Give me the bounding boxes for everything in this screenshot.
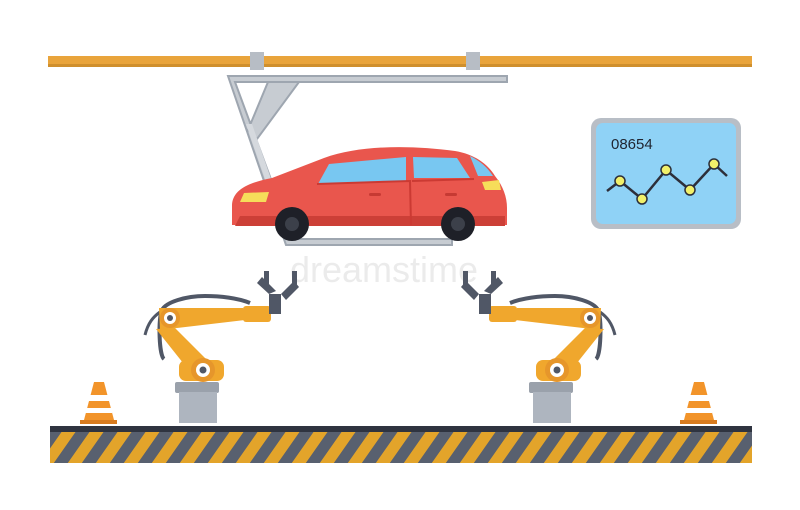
overhead-rail-icon: [48, 56, 752, 67]
traffic-cone-icon: [680, 382, 717, 424]
red-car-icon: [232, 147, 507, 241]
factory-floor: [50, 426, 752, 463]
right-robot-arm-icon: [461, 271, 617, 423]
monitor-chart-icon: 08654: [591, 118, 741, 229]
traffic-cone-icon: [80, 382, 117, 424]
left-robot-arm-icon: [143, 271, 299, 423]
watermark-text: dreamstime: [290, 249, 478, 290]
monitor-readout: 08654: [611, 136, 653, 153]
